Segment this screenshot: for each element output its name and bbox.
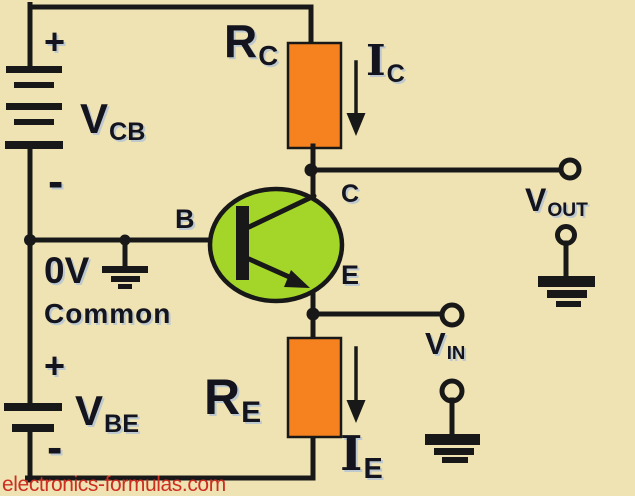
vcb-minus-sign: - <box>48 155 64 207</box>
vin-ground-bar <box>434 448 474 455</box>
vcb-battery-plate <box>5 141 63 149</box>
base-label: B <box>175 204 195 234</box>
junction-dot <box>304 163 318 177</box>
ic-arrowhead <box>346 113 366 136</box>
rc-label: RC <box>224 15 279 71</box>
transistor-emitter-arrowhead <box>284 270 310 288</box>
ie-arrowhead <box>346 400 366 423</box>
vin-ground-bar <box>442 457 468 463</box>
vcb-battery-plate <box>14 119 54 125</box>
common-ground-bar <box>102 266 148 273</box>
vout-ground-bar <box>556 301 581 307</box>
vcb-label: VCB <box>80 95 146 147</box>
vcb-battery-plate <box>14 82 54 88</box>
vbe-plus-sign: + <box>44 345 66 386</box>
vin-label: VIN <box>425 326 466 364</box>
vout-terminal <box>558 157 582 181</box>
watermark-text: electronics-formulas.com <box>2 473 226 496</box>
vcb-battery-plate <box>6 66 62 73</box>
re-label: RE <box>204 369 262 430</box>
junction-dot <box>24 234 36 246</box>
transistor-base-bar <box>236 206 249 280</box>
collector-label: C <box>341 180 360 208</box>
vout-label: VOUT <box>525 182 588 222</box>
junction-dot <box>119 234 131 246</box>
transistor-emitter-lead <box>246 256 299 283</box>
vcb-battery-plate <box>6 103 62 110</box>
ie-label: IE <box>340 426 383 486</box>
rc-resistor <box>286 41 343 150</box>
vout-ground-bar <box>538 276 595 287</box>
vbe-battery-plate <box>12 424 54 432</box>
common-ground-bar <box>111 276 140 282</box>
common-ground-bar <box>118 284 132 289</box>
re-resistor <box>286 336 343 439</box>
emitter-label: E <box>341 260 360 290</box>
ic-label: IC <box>366 36 405 89</box>
vbe-battery-plate <box>4 403 62 411</box>
vin-terminal <box>439 302 465 328</box>
top-wire <box>27 4 314 47</box>
common-label: Common <box>44 298 172 329</box>
vin-ground-bar <box>425 434 480 445</box>
vbe-label: VBE <box>75 387 140 439</box>
junction-dot <box>306 307 320 321</box>
zero-volt-label: 0V <box>44 250 90 291</box>
bottom-wire <box>25 434 316 481</box>
vcb-plus-sign: + <box>44 21 66 62</box>
vbe-minus-sign: - <box>47 421 63 473</box>
transistor-collector-lead <box>246 193 317 230</box>
transistor-body <box>207 186 345 304</box>
vout-ground-bar <box>547 290 587 298</box>
